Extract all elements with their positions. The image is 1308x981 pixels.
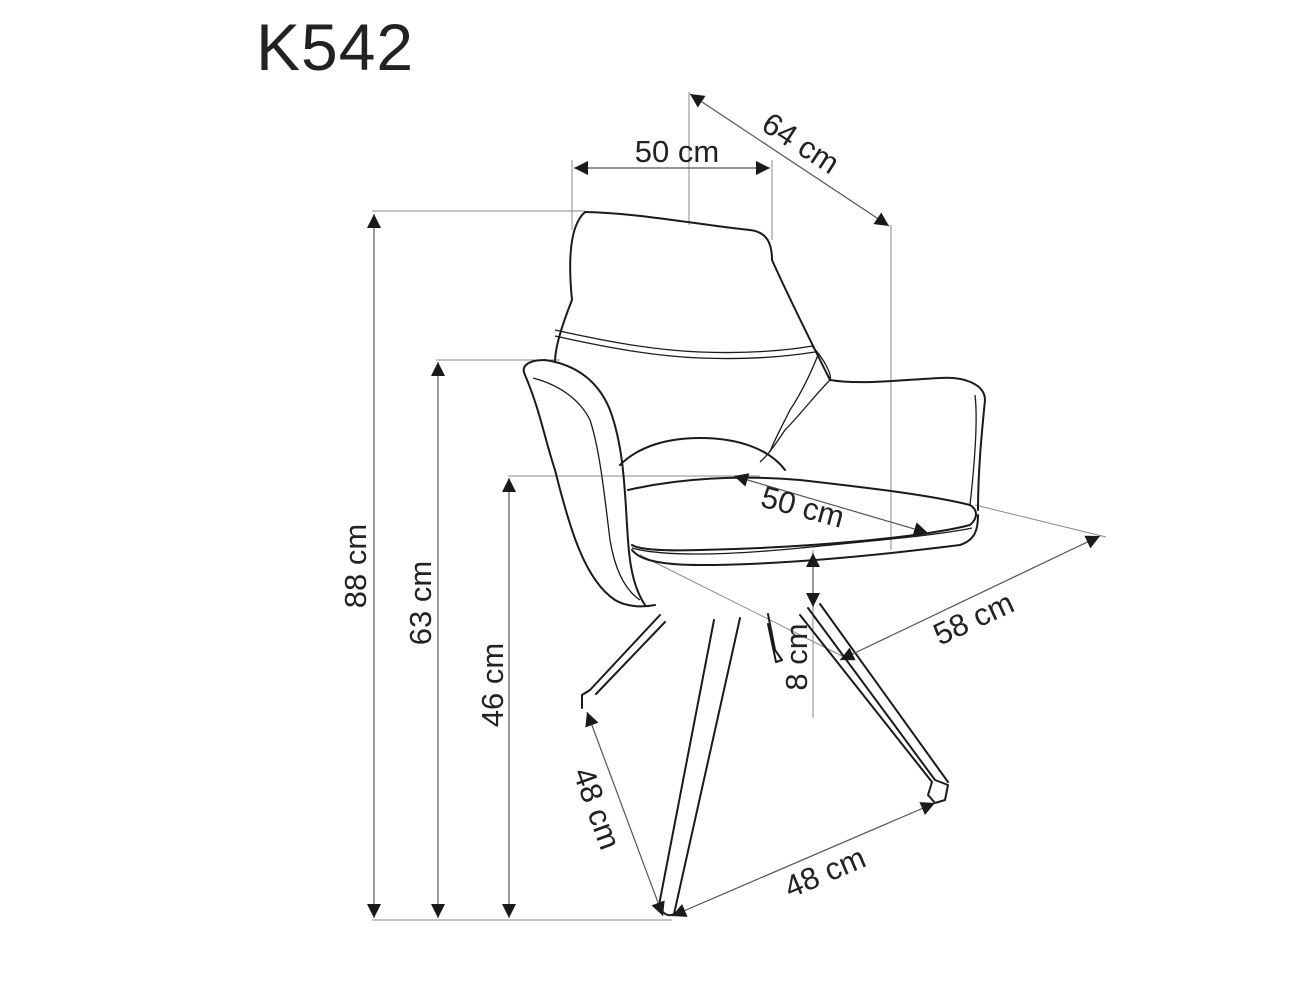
dim-overall-width [689, 93, 890, 227]
label-leg-span-side: 48 cm [566, 763, 628, 854]
label-seat-thickness: 8 cm [779, 623, 814, 690]
dimension-lines [367, 93, 1101, 918]
dim-seat-depth [733, 473, 929, 536]
dim-overall-depth [839, 535, 1101, 661]
label-leg-span-front: 48 cm [779, 840, 870, 905]
label-seat-height: 46 cm [475, 643, 510, 727]
label-overall-depth: 58 cm [928, 585, 1019, 652]
label-armrest-height: 63 cm [403, 561, 438, 645]
dim-leg-span-side [585, 711, 665, 917]
dimension-labels: 88 cm 63 cm 46 cm 50 cm 64 cm 50 cm 58 c… [338, 106, 1019, 905]
product-title: K542 [256, 10, 415, 84]
chair-outline [522, 211, 986, 917]
label-backrest-width: 50 cm [635, 134, 719, 169]
label-overall-height: 88 cm [338, 524, 373, 608]
dim-leg-span-front [671, 802, 936, 917]
extension-lines [372, 92, 1107, 921]
label-seat-depth: 50 cm [757, 479, 848, 535]
label-overall-width: 64 cm [756, 106, 846, 181]
